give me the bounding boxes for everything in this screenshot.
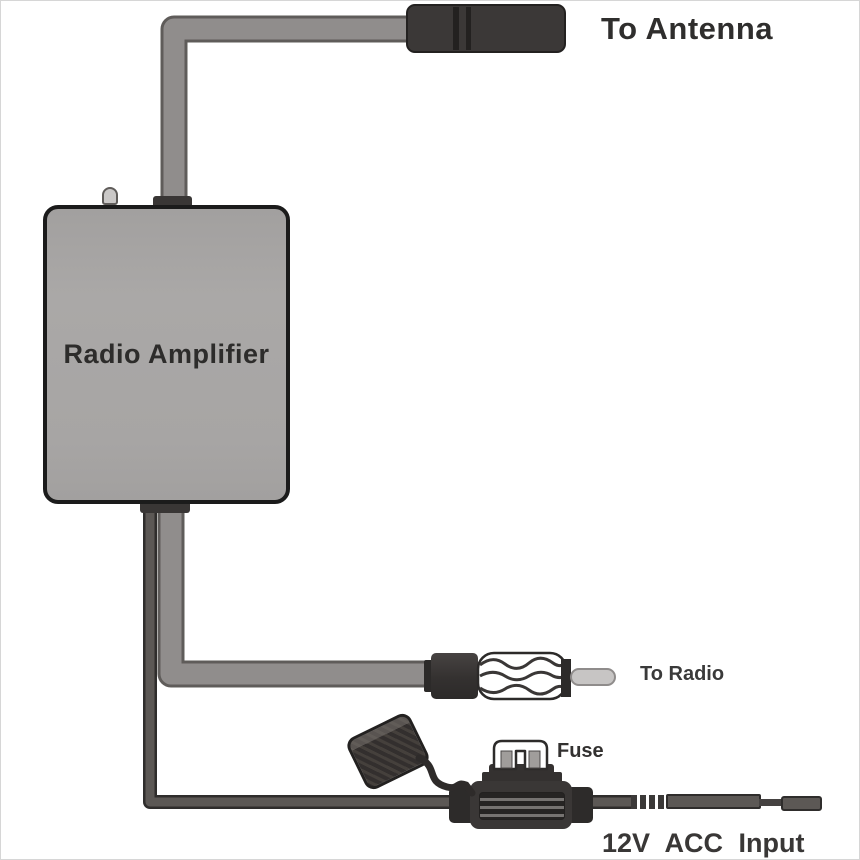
wire-dash <box>640 795 646 809</box>
cable-exit-collar <box>140 503 190 513</box>
power-lead-terminal <box>781 796 822 811</box>
plug-stripe <box>453 7 459 50</box>
antenna-cable <box>163 18 411 213</box>
amplifier-antenna-stub <box>102 187 118 205</box>
radio-cable-outline <box>157 499 434 688</box>
to-radio-label: To Radio <box>640 663 725 685</box>
power-lead-neck <box>759 799 783 806</box>
wire-dash <box>658 795 664 809</box>
cable-entry-collar <box>153 196 192 207</box>
antenna-cable-outline <box>160 15 411 213</box>
antenna-connector-plug <box>406 4 566 53</box>
radio-cable <box>160 499 434 685</box>
wire-dash <box>649 795 655 809</box>
fuse-holder-ridges <box>479 792 565 820</box>
plug-stripe <box>466 7 471 50</box>
to-antenna-label: To Antenna <box>601 11 774 46</box>
radio-plug-body <box>431 653 478 699</box>
fuse-label: Fuse <box>557 740 604 762</box>
wire-dash <box>631 795 637 809</box>
amplifier-label: Radio Amplifier <box>63 339 270 369</box>
power-lead-segment <box>666 794 761 809</box>
power-input-label: 12V ACC Input <box>602 828 805 858</box>
radio-amplifier-box: Radio Amplifier <box>43 205 290 504</box>
